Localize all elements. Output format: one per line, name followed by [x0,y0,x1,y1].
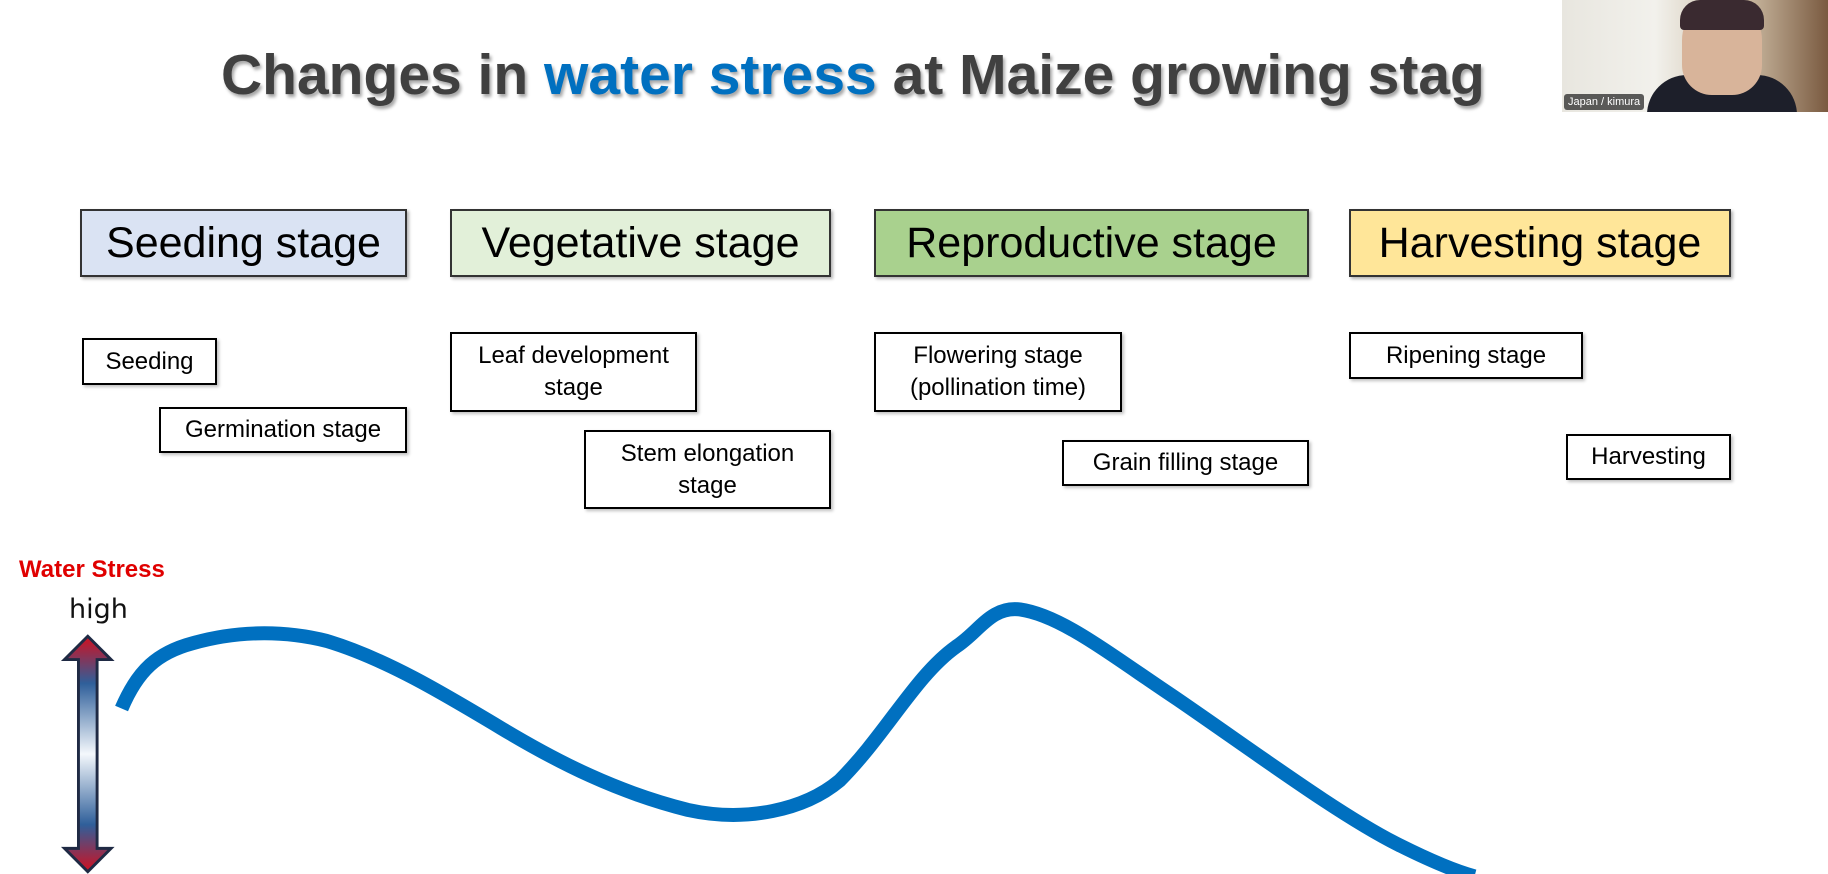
stage-seeding: Seeding stage [80,209,407,277]
water-stress-curve [115,602,1477,874]
line: stage [678,471,737,499]
water-stress-label: Water Stress [19,556,165,583]
title-text: Changes in [221,43,545,107]
slide-title: Changes in water stress at Maize growing… [221,42,1485,108]
substage-germination: Germination stage [159,407,407,453]
double-arrow-icon [60,634,115,874]
line: Stem elongation [620,439,795,467]
substage-grain-filling: Grain filling stage [1062,440,1309,486]
high-label: high [69,594,128,625]
substage-stem-elongation: Stem elongation stage [584,430,831,509]
stage-reproductive: Reproductive stage [874,209,1309,277]
line: Flowering stage [913,342,1083,369]
line: Leaf development [478,342,669,369]
substage-leaf-development: Leaf development stage [450,332,697,412]
substage-seeding: Seeding [82,338,217,385]
line: stage [544,374,603,401]
line: (pollination time) [909,374,1087,401]
substage-ripening: Ripening stage [1349,332,1583,379]
participant-video[interactable]: Japan / kimura [1562,0,1828,112]
video-person-bandana [1680,0,1764,30]
substage-flowering: Flowering stage (pollination time) [874,332,1122,412]
stage-harvesting: Harvesting stage [1349,209,1731,277]
substage-harvesting: Harvesting [1566,434,1731,480]
title-highlight: water stress [544,43,877,107]
stage-vegetative: Vegetative stage [450,209,831,277]
participant-name: Japan / kimura [1564,94,1645,110]
title-text-end: at Maize growing stag [876,43,1485,107]
